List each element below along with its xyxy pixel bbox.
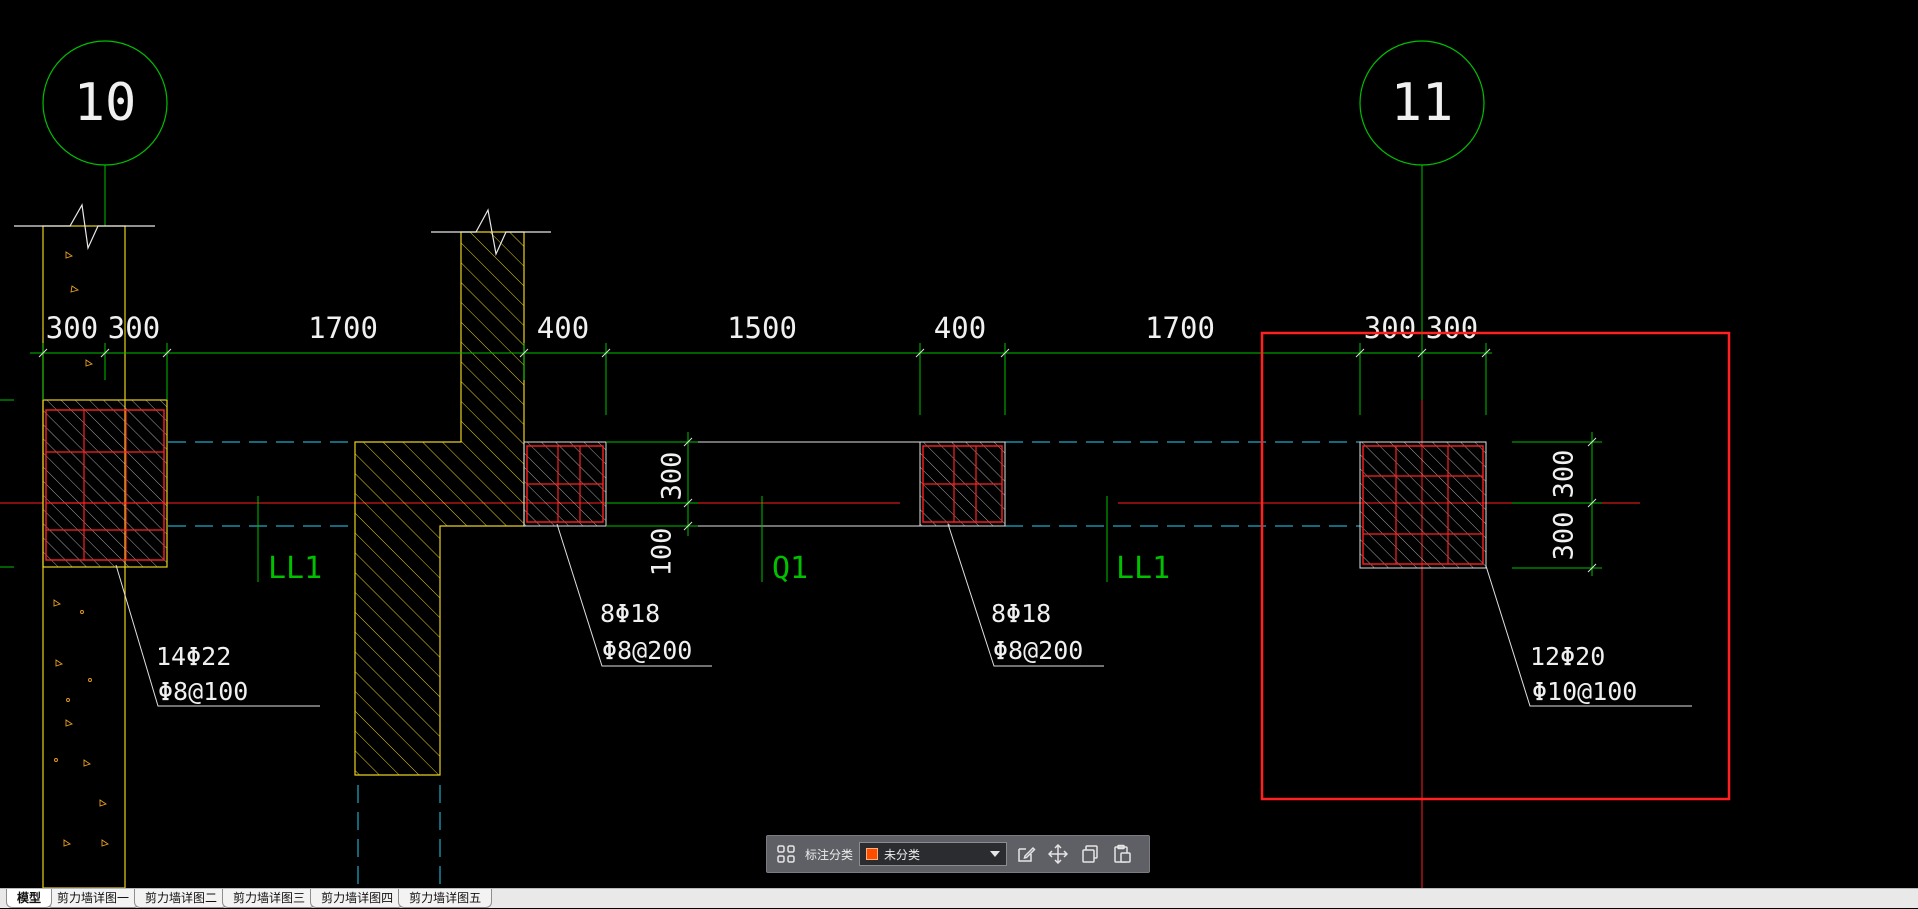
- dimension-vertical-300: 300: [657, 452, 688, 501]
- category-label: 标注分类: [805, 847, 854, 862]
- rebar-callout-stirrup[interactable]: Φ10@100: [1532, 677, 1637, 706]
- annotation-toolbar: 标注分类 未分类: [766, 835, 1150, 873]
- boundary-element-4[interactable]: [1359, 441, 1487, 569]
- left-edge-ticks: [0, 399, 14, 568]
- dimension-1700: 1700: [308, 311, 378, 345]
- dimension-1700: 1700: [1145, 311, 1215, 345]
- section-markers: [257, 496, 1108, 582]
- rebar-callout-main[interactable]: 12Φ20: [1530, 642, 1605, 671]
- dimension-vertical-300: 300: [1549, 512, 1580, 561]
- category-dropdown[interactable]: 未分类: [859, 842, 1008, 866]
- category-value: 未分类: [884, 847, 921, 862]
- rebar-leaders: [115, 523, 1692, 707]
- copy-icon[interactable]: [1077, 841, 1103, 867]
- cad-drawing-canvas[interactable]: 10 11: [0, 0, 1918, 888]
- rebar-callout-stirrup[interactable]: Φ8@200: [602, 636, 692, 665]
- middle-wall[interactable]: [354, 208, 551, 776]
- dimension-vertical-100: 100: [647, 528, 678, 577]
- dimension-400: 400: [537, 311, 589, 345]
- beam-dashed-lines: [168, 441, 1360, 888]
- grid-icon[interactable]: [773, 841, 799, 867]
- boundary-element-2[interactable]: [523, 441, 607, 527]
- tab-shear-wall-detail-1[interactable]: 剪力墙详图一: [46, 889, 141, 908]
- dimension-300: 300: [1364, 311, 1416, 345]
- grid-axis-11[interactable]: 11: [1359, 40, 1485, 420]
- dimension-1500: 1500: [727, 311, 797, 345]
- move-icon[interactable]: [1045, 841, 1071, 867]
- rebar-callout-main[interactable]: 14Φ22: [156, 642, 231, 671]
- rebar-callout-stirrup[interactable]: Φ8@200: [993, 636, 1083, 665]
- highlight-box: [1260, 331, 1731, 801]
- dimension-400: 400: [934, 311, 986, 345]
- dimension-300: 300: [1426, 311, 1478, 345]
- tab-model[interactable]: 模型: [6, 889, 53, 908]
- rebar-callout-main[interactable]: 8Φ18: [600, 599, 660, 628]
- tab-shear-wall-detail-3[interactable]: 剪力墙详图三: [222, 889, 317, 908]
- dimension-vertical-300: 300: [1549, 450, 1580, 499]
- label-ll1[interactable]: LL1: [268, 551, 322, 586]
- tab-shear-wall-detail-4[interactable]: 剪力墙详图四: [310, 889, 405, 908]
- dimension-300: 300: [46, 311, 98, 345]
- grid-axis-label: 10: [74, 73, 137, 133]
- boundary-element-1[interactable]: [42, 399, 168, 568]
- vertical-dimension-right[interactable]: 300 300: [1512, 432, 1602, 576]
- rebar-callout-stirrup[interactable]: Φ8@100: [158, 677, 248, 706]
- boundary-element-3[interactable]: [919, 441, 1006, 527]
- rebar-callout-main[interactable]: 8Φ18: [991, 599, 1051, 628]
- tab-shear-wall-detail-5[interactable]: 剪力墙详图五: [398, 889, 493, 908]
- horizontal-dimension-chain[interactable]: 300 300 1700 400 1500 400 1700 300 300: [30, 311, 1492, 415]
- chevron-down-icon: [990, 851, 1001, 857]
- paste-icon[interactable]: [1109, 841, 1135, 867]
- vertical-dimension-middle[interactable]: 300 100: [606, 432, 698, 576]
- edit-icon[interactable]: [1013, 841, 1039, 867]
- tab-shear-wall-detail-2[interactable]: 剪力墙详图二: [134, 889, 229, 908]
- label-ll1[interactable]: LL1: [1116, 551, 1170, 586]
- layout-tab-bar: 模型 剪力墙详图一 剪力墙详图二 剪力墙详图三 剪力墙详图四 剪力墙详图五: [0, 888, 1918, 908]
- grid-axis-label: 11: [1391, 73, 1454, 133]
- category-color-swatch: [866, 848, 879, 860]
- dimension-300: 300: [108, 311, 160, 345]
- label-q1[interactable]: Q1: [772, 551, 808, 586]
